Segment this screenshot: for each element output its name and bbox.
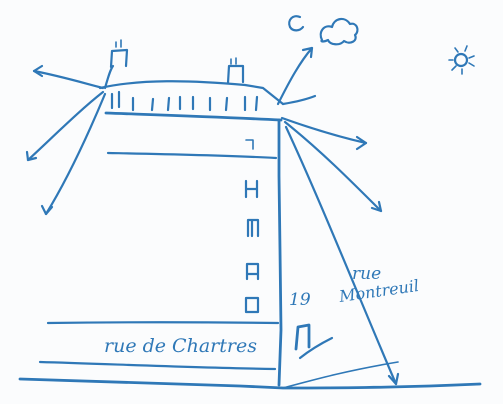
building-facade [38,118,334,387]
sun-icon [448,45,475,75]
cloud-icon [288,15,359,46]
street-label-rue: rue [352,264,381,284]
ground-lines [18,361,482,390]
left-arrows [25,64,115,216]
right-arrows [276,46,400,386]
street-label-montreuil: Montreuil [337,276,420,306]
building-roof [98,39,285,122]
address-number-label: 19 [289,290,311,310]
street-label-rue-de-chartres: rue de Chartres [104,335,257,357]
